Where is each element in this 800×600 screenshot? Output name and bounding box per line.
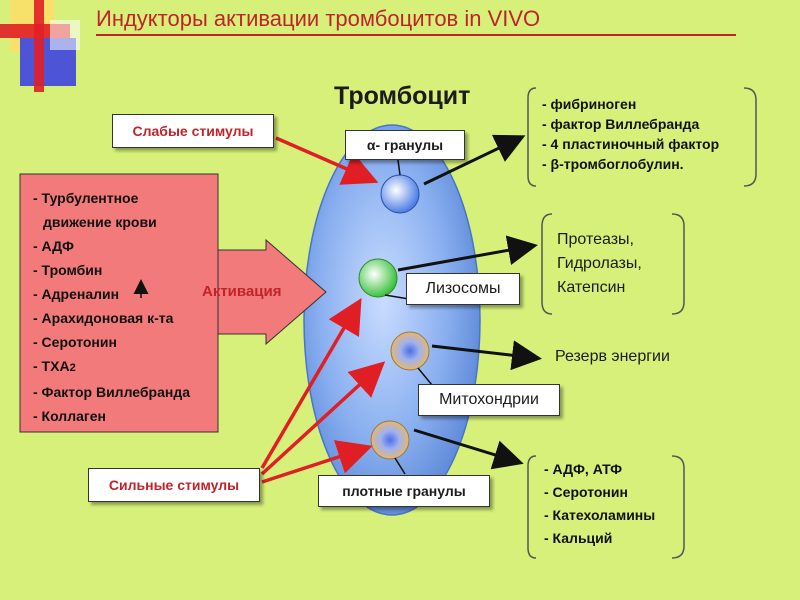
list-item: - Турбулентное — [33, 190, 139, 206]
list-item: - АДФ — [33, 238, 74, 254]
connector-mito — [417, 367, 433, 386]
list-item: - Арахидоновая к-та — [33, 310, 174, 326]
arrow-lysosome-contents — [397, 235, 538, 272]
mitochondria-text: Митохондрии — [439, 391, 539, 408]
lysosome-contents-list: Протеазы, Гидролазы, Катепсин — [557, 228, 642, 300]
list-item: - фибриноген — [542, 96, 637, 112]
brace-dense-right — [671, 455, 685, 559]
list-item: - Кальций — [544, 530, 613, 546]
cell-title: Тромбоцит — [334, 82, 471, 110]
arrow-strong-1 — [260, 297, 362, 469]
brace-alpha-right — [743, 87, 757, 187]
lysosome — [358, 258, 398, 298]
list-item: - Серотонин — [33, 334, 117, 350]
stimuli-list: - Турбулентное движение крови - АДФ - Тр… — [33, 186, 190, 428]
alpha-granules-label: α- гранулы — [345, 130, 465, 160]
list-item: - фактор Виллебранда — [542, 116, 700, 132]
brace-lysosome — [541, 213, 553, 315]
list-item: - β-тромбоглобулин. — [542, 156, 684, 172]
brace-lysosome-right — [671, 213, 685, 315]
list-item: - Катехоламины — [544, 507, 656, 523]
mitochondrion — [390, 331, 430, 371]
mitochondria-label: Митохондрии — [418, 384, 560, 416]
alpha-granule — [380, 174, 420, 214]
activation-arrow — [217, 238, 327, 346]
page-title: Индукторы активации тромбоцитов in VIVO — [96, 6, 736, 36]
arrow-strong-3 — [261, 440, 373, 484]
platelet-cell — [303, 124, 481, 516]
dense-granules-text: плотные гранулы — [342, 483, 466, 499]
strong-stimuli-text: Сильные стимулы — [108, 477, 240, 493]
txa-subscript: 2 — [69, 362, 76, 374]
list-item: Катепсин — [557, 279, 626, 296]
list-item: - Тромбин — [33, 262, 103, 278]
strong-stimuli-label: Сильные стимулы — [88, 468, 260, 502]
list-item: Гидролазы, — [557, 255, 642, 272]
corner-decoration — [0, 0, 80, 92]
list-item: - ТХА2 — [33, 354, 190, 380]
dense-granules-label: плотные гранулы — [318, 475, 490, 507]
brace-dense — [527, 455, 537, 559]
dense-granule — [370, 420, 410, 460]
list-item: Протеазы, — [557, 231, 634, 248]
list-item: - Коллаген — [33, 408, 106, 424]
list-item: - Серотонин — [544, 484, 628, 500]
dense-contents-list: - АДФ, АТФ - Серотонин - Катехоламины - … — [544, 458, 655, 550]
arrow-strong-2 — [260, 361, 386, 476]
arrow-weak-stimuli — [275, 136, 379, 185]
list-item: - Адреналин — [33, 286, 120, 302]
mitochondria-contents: Резерв энергии — [555, 348, 670, 365]
connector-dense — [394, 457, 406, 475]
lysosomes-text: Лизосомы — [425, 280, 501, 297]
list-item: - 4 пластиночный фактор — [542, 136, 720, 152]
arrow-mito-contents — [431, 340, 542, 371]
txa-text: - ТХА — [33, 358, 70, 374]
alpha-contents-list: - фибриноген - фактор Виллебранда - 4 пл… — [542, 94, 719, 174]
list-item: движение крови — [43, 214, 157, 230]
list-item: - Фактор Виллебранда — [33, 384, 190, 400]
arrow-dense-contents — [413, 428, 524, 470]
weak-stimuli-label: Слабые стимулы — [112, 114, 274, 148]
list-item: - АДФ, АТФ — [544, 461, 623, 477]
arrow-alpha-contents — [423, 134, 526, 186]
alpha-granules-text: α- гранулы — [366, 137, 444, 153]
connector-alpha — [397, 159, 401, 176]
lysosomes-label: Лизосомы — [406, 273, 520, 305]
weak-stimuli-text: Слабые стимулы — [132, 123, 254, 139]
stimuli-box — [19, 173, 219, 433]
activation-label: Активация — [202, 283, 282, 300]
brace-alpha — [527, 87, 537, 187]
